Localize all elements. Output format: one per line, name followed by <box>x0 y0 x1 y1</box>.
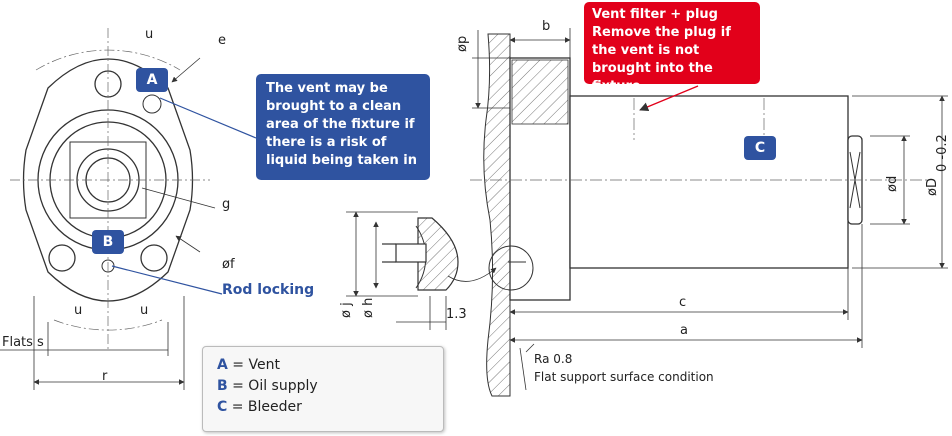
tag-b: B <box>92 230 124 254</box>
legend-label-a: = Vent <box>227 357 280 373</box>
dim-a: a <box>680 323 688 338</box>
dim-D-tolerance: 0 -0.2 <box>935 134 950 172</box>
dim-u-bottom-right: u <box>140 303 148 318</box>
dim-r: r <box>102 369 108 384</box>
dim-b: b <box>542 19 550 34</box>
rod-locking-label: Rod locking <box>222 282 315 298</box>
flange-hatch-top <box>511 59 569 125</box>
side-view-centerlines <box>470 98 930 181</box>
mounting-hole-bottom-right <box>140 244 168 272</box>
front-view-centerlines <box>10 28 210 350</box>
legend-row-bleeder: C = Bleeder <box>217 397 429 418</box>
legend-key-b: B <box>217 378 228 394</box>
dim-p: øp <box>455 36 470 52</box>
dim-d: ød <box>885 176 900 192</box>
tag-a: A <box>136 68 168 92</box>
dim-D: øD <box>925 178 940 196</box>
dim-e: e <box>218 33 226 48</box>
vent-port <box>142 94 162 114</box>
dim-h: ø h <box>361 298 376 318</box>
legend-label-b: = Oil supply <box>227 378 318 394</box>
locking-detail-circle <box>488 245 534 291</box>
front-view-dims <box>0 57 216 390</box>
legend-row-vent: A = Vent <box>217 355 429 376</box>
surface-roughness: Ra 0.8 <box>534 352 573 366</box>
vent-callout: The vent may be brought to a clean area … <box>256 74 430 180</box>
leaders-blue <box>111 97 257 295</box>
dim-flats: Flats s <box>2 335 44 350</box>
legend-key-c: C <box>217 399 228 415</box>
side-view-dims <box>472 28 948 391</box>
dim-f: øf <box>222 257 235 272</box>
dim-u-top: u <box>145 27 153 42</box>
flange-outline <box>22 58 194 302</box>
dim-c: c <box>679 295 686 310</box>
dim-1-3: 1.3 <box>446 307 467 322</box>
fixture-wall <box>483 33 511 397</box>
detail-view <box>382 217 459 291</box>
mounting-hole-bottom-left <box>48 244 76 272</box>
legend-box: A = Vent B = Oil supply C = Bleeder <box>202 346 444 432</box>
legend-key-a: A <box>217 357 228 373</box>
dim-u-bottom-left: u <box>74 303 82 318</box>
tag-c: C <box>744 136 776 160</box>
body-side <box>569 95 849 269</box>
legend-row-oil: B = Oil supply <box>217 376 429 397</box>
legend-label-c: = Bleeder <box>227 399 302 415</box>
vent-filter-leader <box>639 85 699 112</box>
detail-dims <box>346 211 497 330</box>
vent-filter-callout: Vent filter + plug Remove the plug if th… <box>584 2 760 94</box>
surface-note: Flat support surface condition <box>534 370 714 384</box>
dim-j: ø j <box>339 302 354 318</box>
dim-g: g <box>222 197 230 212</box>
side-view <box>488 57 863 301</box>
